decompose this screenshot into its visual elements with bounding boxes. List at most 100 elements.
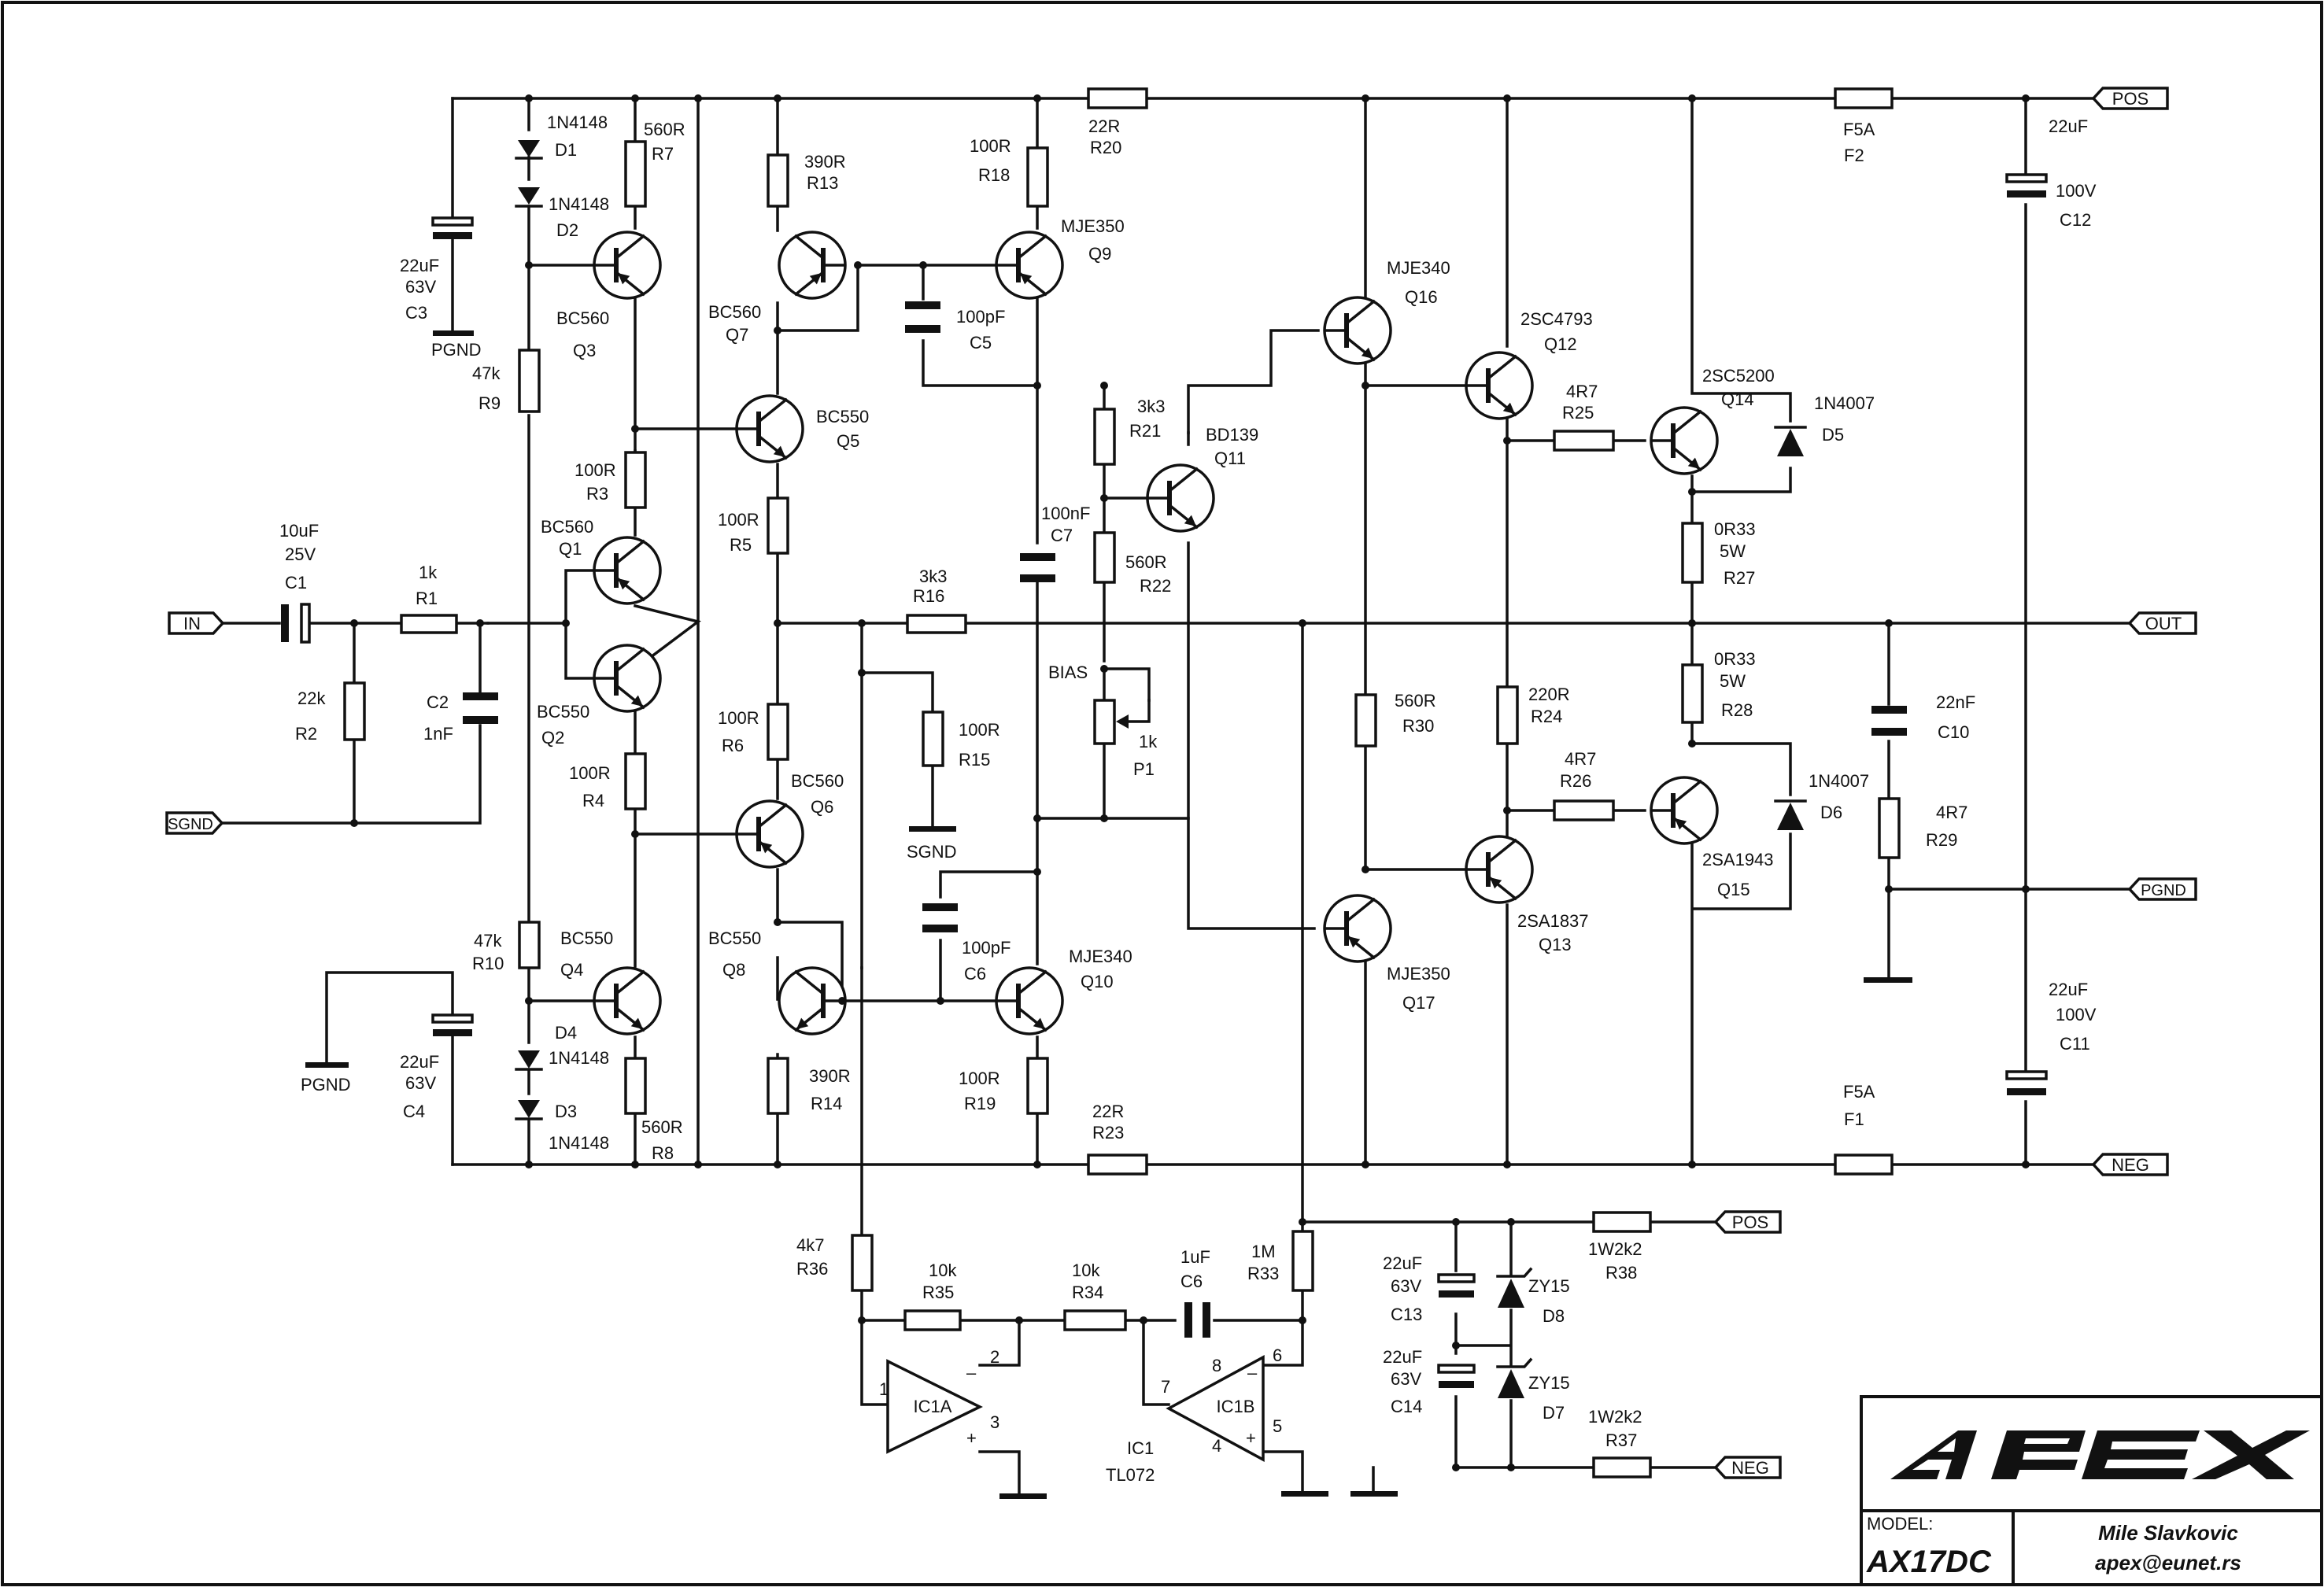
emitter-arrow-icon [773, 445, 785, 457]
port-NEG-servo[interactable] [1713, 1456, 1782, 1479]
emitter-arrow-icon [618, 578, 630, 590]
capacitor-C13-plate-neg [1439, 1290, 1474, 1298]
diode-D5-icon [1777, 429, 1804, 456]
junction-dot [937, 997, 944, 1005]
port-PGND[interactable] [2127, 877, 2197, 901]
label-C5-value: 100pF [956, 307, 1005, 327]
junction-dot [1100, 665, 1108, 673]
label-R8-value: 560R [641, 1117, 683, 1137]
label-R37-value: 1W2k2 [1588, 1407, 1642, 1427]
label-R28-value: 0R33 [1714, 649, 1756, 669]
resistor-R15 [922, 711, 944, 767]
emitter-arrow-icon [796, 1017, 809, 1029]
label-R36-ref: R36 [796, 1259, 828, 1279]
label-C10-ref: C10 [1938, 722, 1969, 742]
title-email: apex@eunet.rs [2095, 1551, 2241, 1574]
label-Q14-ref: Q14 [1721, 389, 1754, 409]
port-POS-servo[interactable] [1713, 1210, 1782, 1234]
label-Q13-value: 2SA1837 [1517, 911, 1589, 931]
junction-dot [1688, 1161, 1696, 1168]
label-R30-ref: R30 [1402, 716, 1434, 736]
label-1uF-ref: C6 [1180, 1272, 1203, 1291]
port-OUT[interactable] [2127, 611, 2197, 635]
emitter-arrow-icon [1687, 457, 1700, 469]
label-C4-ref: C4 [403, 1102, 425, 1121]
title-model: AX17DC [1866, 1545, 1992, 1579]
junction-dot [1033, 814, 1041, 822]
junction-dot [1452, 1218, 1460, 1226]
ground-icon [1281, 1491, 1328, 1497]
resistor-R16 [906, 614, 967, 634]
port-SGND[interactable] [165, 811, 224, 835]
label-Q12-value: 2SC4793 [1520, 309, 1593, 329]
junction-dot [1033, 94, 1041, 102]
label-Q11-value: BD139 [1206, 425, 1258, 445]
label-R1-ref: R1 [416, 589, 438, 608]
resistor-R23 [1087, 1154, 1148, 1176]
label-C1-ref: C1 [285, 573, 307, 592]
label-R26-ref: R26 [1560, 771, 1591, 791]
label-C13-voltage: 63V [1391, 1276, 1421, 1296]
junction-dot [525, 94, 533, 102]
potentiometer-arrow-icon [1116, 714, 1129, 729]
label-Q3-ref: Q3 [573, 341, 596, 360]
port-NEG[interactable] [2091, 1153, 2169, 1176]
label-R22-ref: R22 [1140, 576, 1171, 596]
resistor-R22 [1093, 531, 1116, 584]
port-IN[interactable] [168, 611, 225, 635]
label-IC1-ref: IC1 [1127, 1438, 1154, 1458]
emitter-arrow-icon [1490, 877, 1502, 889]
label-pin-5: 5 [1273, 1416, 1282, 1436]
label-C6-value: 100pF [962, 938, 1011, 958]
opamp-IC1A [886, 1359, 983, 1454]
title-model-label: MODEL: [1867, 1514, 1933, 1534]
label-Q6-ref: Q6 [811, 797, 833, 817]
label-pin-8: 8 [1212, 1356, 1221, 1375]
label-Q11-ref: Q11 [1214, 449, 1246, 468]
resistor-R5 [767, 496, 789, 555]
capacitor-C12-plate-neg [2007, 190, 2046, 197]
label-IC1B: IC1B [1217, 1397, 1255, 1416]
label-D4-ref: D4 [555, 1023, 577, 1043]
label-D8-value: ZY15 [1528, 1276, 1570, 1296]
label-opamp-b-minus: – [1247, 1363, 1258, 1382]
label-R15-value: 100R [959, 720, 1000, 740]
label-R38-ref: R38 [1605, 1263, 1637, 1283]
label-R10-value: 47k [474, 931, 502, 951]
junction-dot [1688, 619, 1696, 627]
ground-label: PGND [431, 340, 482, 360]
capacitor-C14-plate [1437, 1364, 1476, 1374]
label-Q2-ref: Q2 [541, 728, 564, 748]
resistor-R9 [518, 349, 541, 413]
label-C3-value: 22uF [400, 256, 439, 275]
label-C11-voltage: 100V [2056, 1005, 2097, 1024]
label-IC1-value: TL072 [1106, 1465, 1155, 1485]
junction-dot [694, 1161, 702, 1168]
junction-dot [1452, 1342, 1460, 1349]
junction-dot [1033, 868, 1041, 876]
emitter-arrow-icon [1033, 1017, 1045, 1029]
label-F1-ref: F1 [1844, 1109, 1864, 1129]
junction-dot [2022, 1161, 2030, 1168]
label-Q4-ref: Q4 [560, 960, 583, 980]
resistor-R3 [624, 451, 647, 509]
label-R2-ref: R2 [295, 724, 317, 744]
label-Q6-value: BC560 [791, 771, 844, 791]
resistor-R7 [624, 140, 647, 208]
label-R9-ref: R9 [478, 393, 501, 413]
port-flags: POS NEG OUT IN SGND PGND POS NEG [165, 87, 2197, 1479]
port-POS[interactable] [2091, 87, 2169, 110]
label-Q15-ref: Q15 [1717, 880, 1750, 899]
label-Q9-value: MJE350 [1061, 216, 1125, 236]
resistor-R25 [1553, 430, 1615, 452]
capacitor-C2-plate-b [463, 716, 498, 724]
emitter-arrow-icon [630, 1017, 643, 1029]
diode-D1-icon [518, 140, 540, 157]
label-R1-value: 1k [419, 563, 438, 582]
label-R16-value: 3k3 [919, 567, 947, 586]
label-D3-value: 1N4148 [549, 1133, 609, 1153]
label-R8-ref: R8 [652, 1143, 674, 1163]
label-R7-ref: R7 [652, 144, 674, 164]
label-D1-ref: D1 [555, 140, 577, 160]
